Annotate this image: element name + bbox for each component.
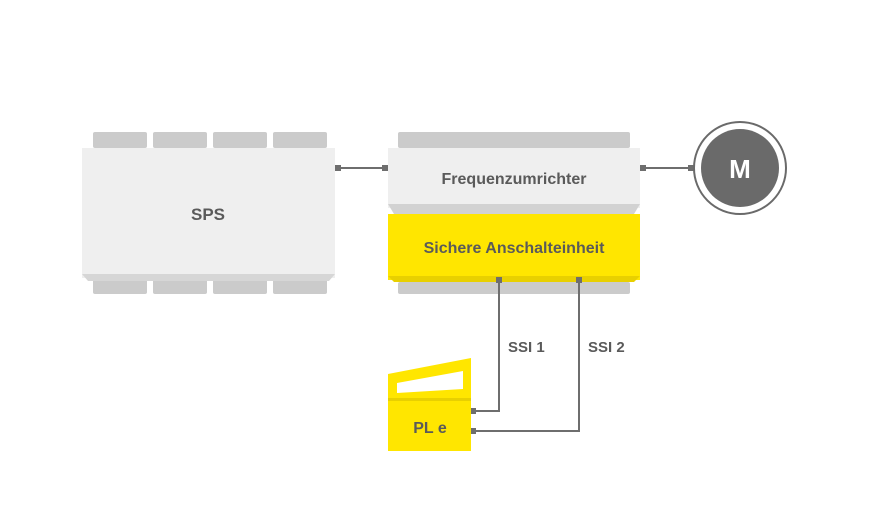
ssi1-label: SSI 1	[508, 339, 545, 356]
plc-body	[82, 148, 335, 278]
ssi1-line	[474, 280, 500, 412]
inverter-label: Frequenzumrichter	[442, 171, 587, 188]
motor-core	[701, 129, 779, 207]
plc-top-tab	[213, 132, 267, 148]
connector-dot	[470, 408, 476, 414]
plc-label: SPS	[191, 205, 225, 224]
motor-label: M	[729, 154, 751, 184]
inverter-bottom-bevel	[388, 204, 640, 214]
ssi2-label: SSI 2	[588, 339, 625, 356]
inverter-body	[388, 148, 640, 208]
plc-bottom-tab	[213, 278, 267, 294]
connector-dot	[496, 277, 502, 283]
inverter-top-tab	[398, 132, 630, 148]
connector-dot	[640, 165, 646, 171]
plc-bottom-tab	[93, 278, 147, 294]
plc-top-tab	[153, 132, 207, 148]
safety-unit-bottom-tab	[398, 282, 630, 294]
safety-unit-label: Sichere Anschalteinheit	[424, 240, 605, 257]
connector-dot	[576, 277, 582, 283]
plc-bottom-tab	[273, 278, 327, 294]
connector-dot	[382, 165, 388, 171]
plc-top-tab	[93, 132, 147, 148]
connector-dot	[335, 165, 341, 171]
plc-top-tab	[273, 132, 327, 148]
safety-device-label: PL e	[413, 420, 447, 437]
safety-device: PL e	[388, 358, 471, 451]
safety-device-display	[397, 371, 463, 393]
inverter-motor-link	[640, 165, 694, 171]
inverter-block: Frequenzumrichter	[388, 132, 640, 214]
connector-dot	[688, 165, 694, 171]
plc-inverter-link	[335, 165, 388, 171]
plc-bottom-bevel	[82, 274, 335, 281]
ssi-links: SSI 1 SSI 2	[470, 277, 625, 434]
plc-block: SPS	[82, 132, 335, 294]
safety-device-divider	[388, 398, 471, 401]
safety-unit-block: Sichere Anschalteinheit	[388, 214, 640, 294]
connector-dot	[470, 428, 476, 434]
safety-unit-body	[388, 214, 640, 280]
plc-bottom-tab	[153, 278, 207, 294]
motor: M	[693, 121, 787, 215]
safety-unit-bottom-bevel	[388, 276, 640, 282]
ssi2-line	[474, 280, 580, 432]
